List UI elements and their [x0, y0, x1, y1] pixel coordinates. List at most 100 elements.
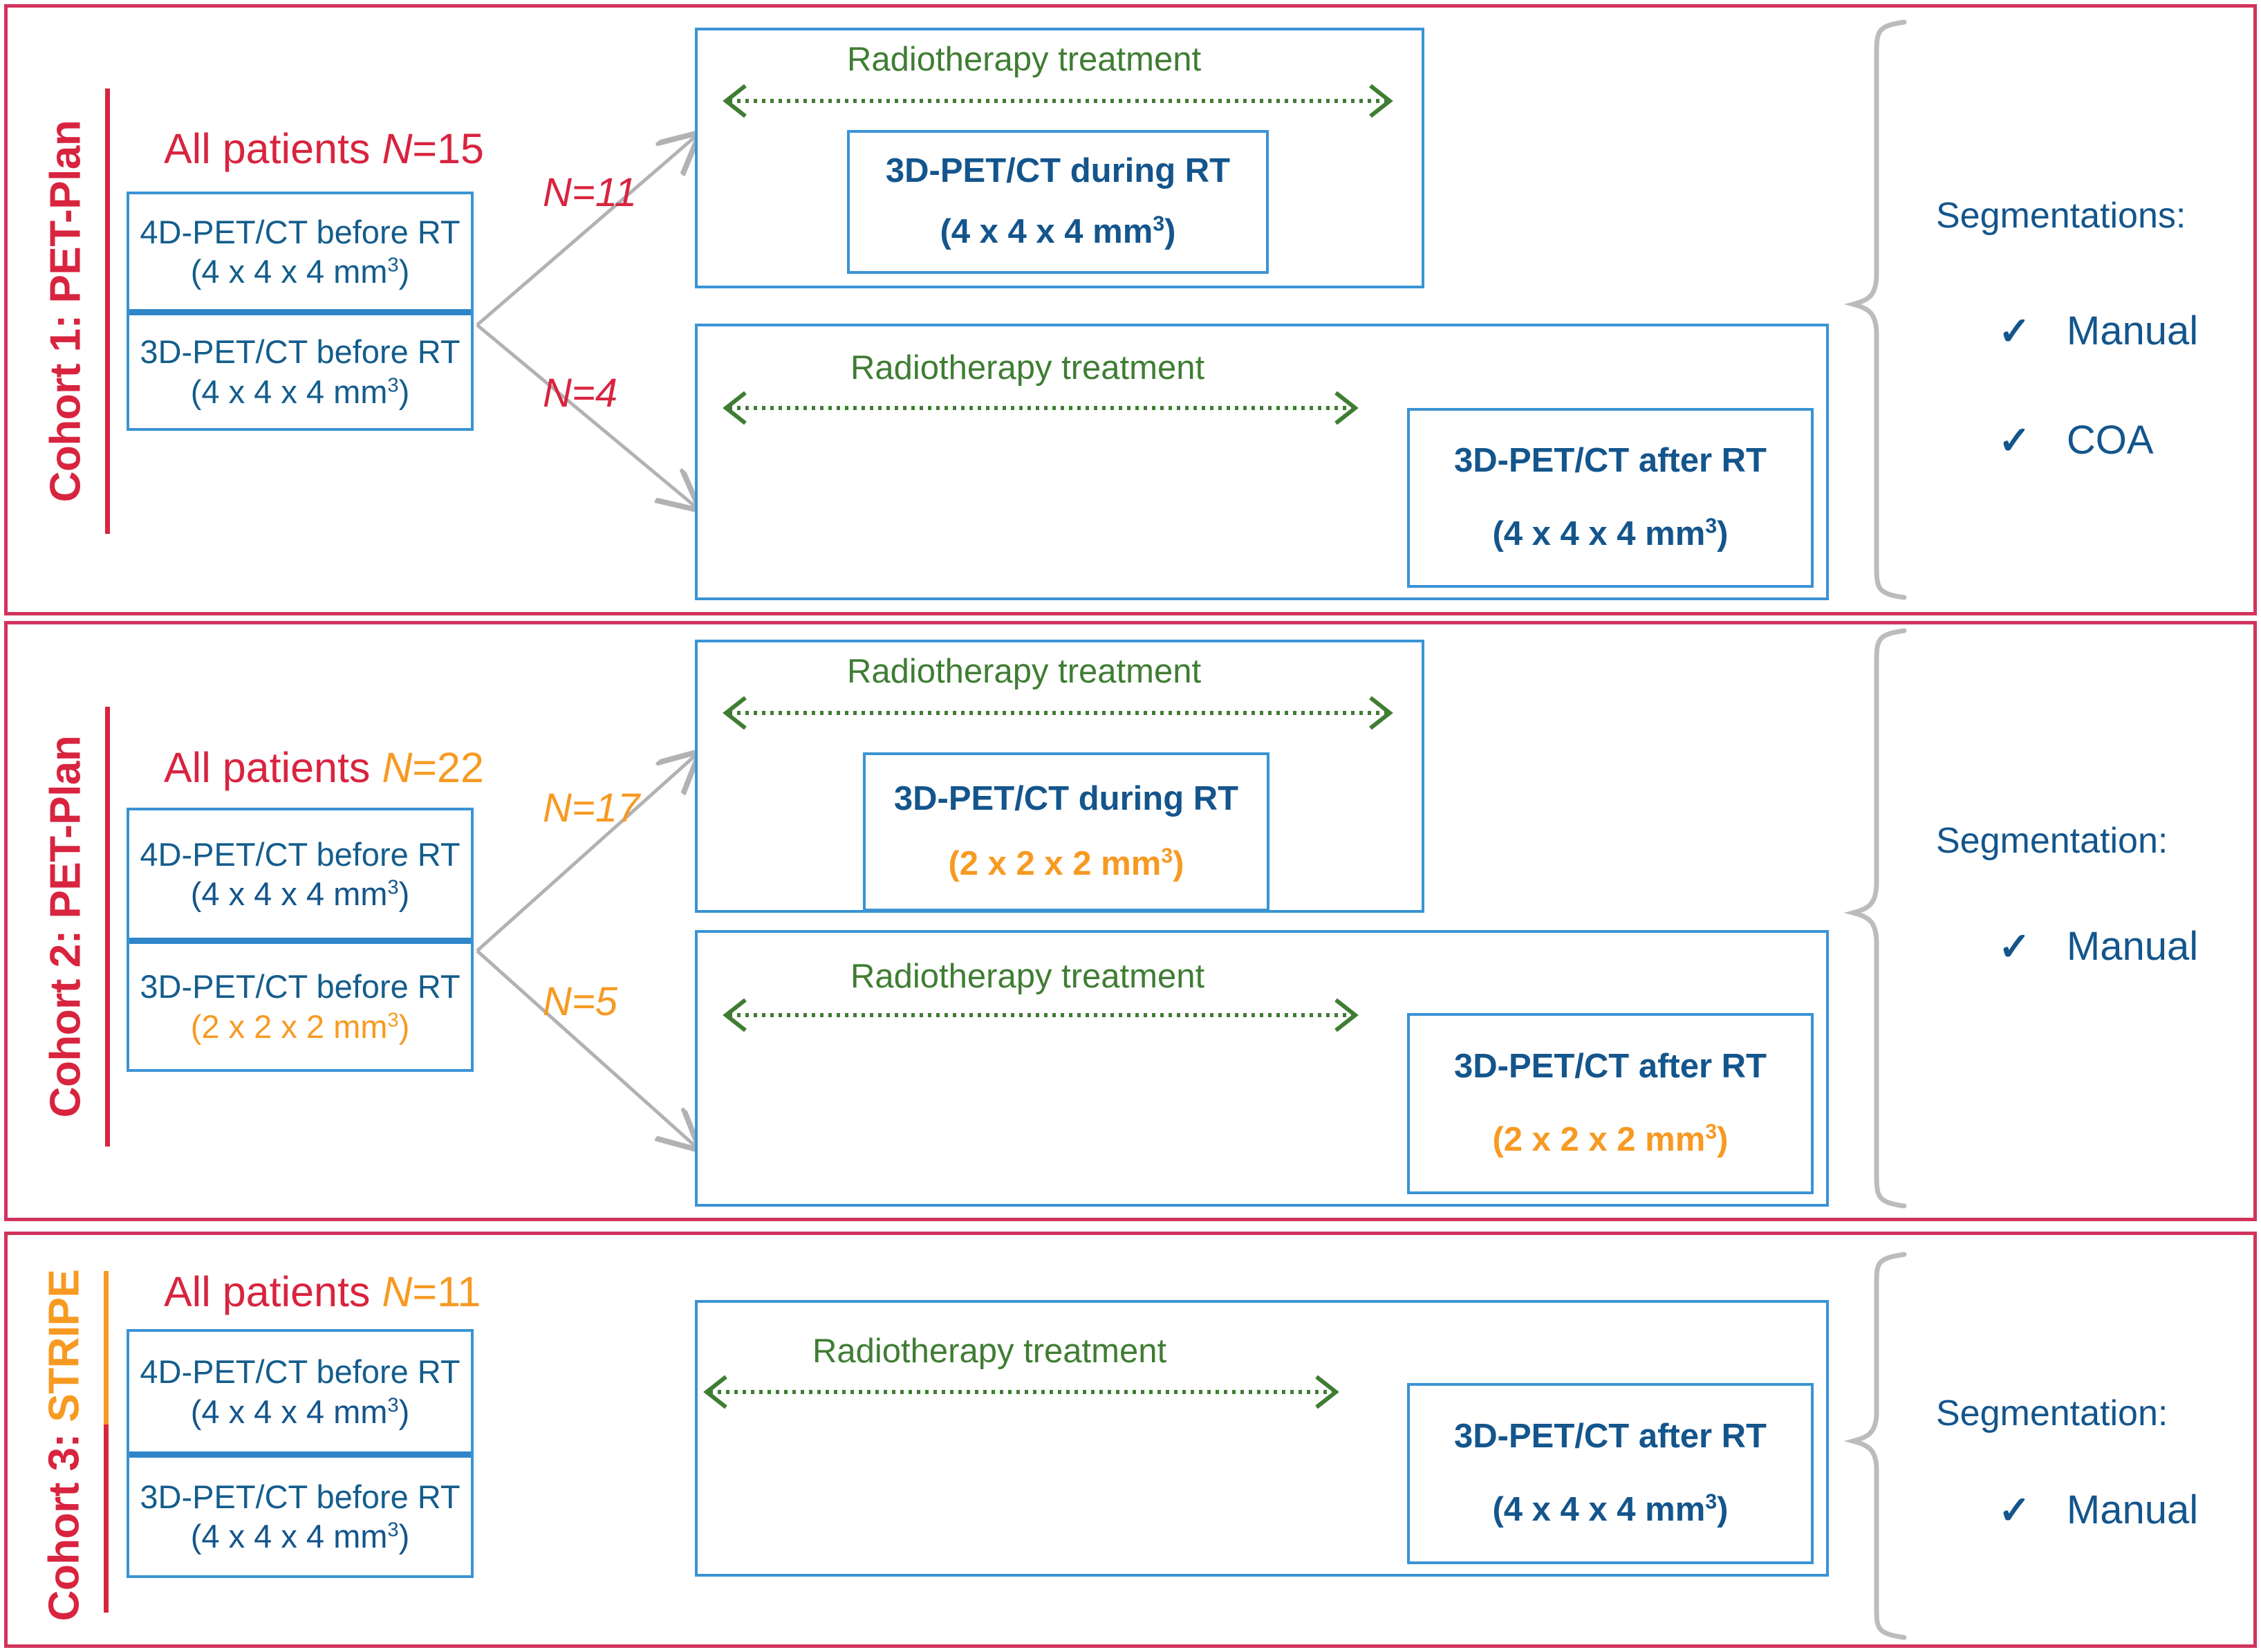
res-open: (4 x 4 x 4 mm	[1492, 1491, 1706, 1528]
branch-arrow-down	[476, 324, 695, 506]
cohort-1-box-divider	[129, 309, 471, 315]
cohort-3-segmentation-item-0: ✓ Manual	[1998, 1490, 2198, 1530]
check-icon: ✓	[1998, 418, 2031, 462]
cohort-2-box-3d: 3D-PET/CT before RT (2 x 2 x 2 mm3)	[129, 944, 471, 1069]
cohort-2-label: Cohort 2: PET-Plan	[28, 692, 104, 1162]
cohort-2-branch-label-1: N=5	[543, 982, 617, 1022]
cohort-2-segmentation-title: Segmentation:	[1936, 821, 2168, 861]
cohort-3-box-3d: 3D-PET/CT before RT (4 x 4 x 4 mm3)	[129, 1458, 471, 1575]
branch-n-value: =11	[571, 170, 637, 215]
cohort-3-pet-box-0: 3D-PET/CT after RT (4 x 4 x 4 mm3)	[1407, 1383, 1814, 1564]
cohort-1-rt-arrow-1	[723, 391, 1359, 425]
all-patients-text: All patients	[164, 744, 382, 791]
cohort-1-label: Cohort 1: PET-Plan	[28, 69, 104, 553]
res-close: )	[398, 1518, 410, 1554]
cohort-2-segmentation-item-0: ✓ Manual	[1998, 927, 2198, 967]
cohort-1-segmentation-item-0: ✓ Manual	[1998, 311, 2198, 351]
res-close: )	[398, 1393, 410, 1430]
box-resolution: (4 x 4 x 4 mm3)	[191, 372, 410, 411]
res-open: (4 x 4 x 4 mm	[1492, 515, 1706, 553]
cohort-3-brace	[1843, 1252, 1907, 1640]
res-open: (2 x 2 x 2 mm	[190, 1008, 388, 1045]
cohort-3-box-divider	[129, 1451, 471, 1458]
cohort-2-rt-label-1: Radiotherapy treatment	[850, 958, 1205, 995]
res-close: )	[1164, 213, 1176, 250]
res-sup: 3	[1153, 212, 1165, 236]
cohort-2-label-main: Cohort 2:	[41, 918, 89, 1118]
cohort-2-branch-arrows	[476, 743, 712, 1158]
res-close: )	[1717, 1121, 1729, 1158]
box-title: 4D-PET/CT before RT	[140, 213, 460, 250]
res-open: (2 x 2 x 2 mm	[948, 845, 1162, 882]
res-close: )	[398, 373, 410, 410]
cohort-3-segmentation-title: Segmentation:	[1936, 1393, 2168, 1433]
all-patients-text: All patients	[164, 125, 382, 172]
res-sup: 3	[387, 373, 399, 396]
pet-title: 3D-PET/CT during RT	[885, 152, 1231, 190]
res-open: (4 x 4 x 4 mm	[190, 875, 388, 912]
pet-resolution: (2 x 2 x 2 mm3)	[1492, 1120, 1729, 1159]
box-title: 4D-PET/CT before RT	[140, 835, 460, 873]
res-sup: 3	[1705, 514, 1718, 538]
res-close: )	[398, 875, 410, 912]
all-patients-n-value: =15	[412, 125, 484, 172]
res-close: )	[398, 253, 410, 290]
pet-resolution: (2 x 2 x 2 mm3)	[948, 844, 1184, 883]
branch-arrow-up	[476, 756, 695, 952]
cohort-1-branch-label-0: N=11	[543, 173, 637, 213]
pet-resolution: (4 x 4 x 4 mm3)	[940, 212, 1176, 251]
cohort-1-rt-arrow-0	[723, 84, 1393, 118]
branch-n-prefix: N	[543, 786, 572, 830]
cohort-2-label-rule	[105, 707, 110, 1147]
cohort-3-rt-arrow-0	[703, 1375, 1339, 1409]
cohort-1-label-main: Cohort 1:	[41, 303, 89, 503]
cohort-3-all-patients: All patients N=11	[164, 1271, 481, 1313]
branch-arrow-down	[476, 949, 695, 1146]
res-sup: 3	[387, 1519, 399, 1541]
cohort-2-rt-arrow-0	[723, 696, 1393, 730]
cohort-2-pet-box-1: 3D-PET/CT after RT (2 x 2 x 2 mm3)	[1407, 1013, 1814, 1194]
box-resolution: (2 x 2 x 2 mm3)	[191, 1007, 410, 1046]
pet-title: 3D-PET/CT during RT	[893, 780, 1239, 818]
box-resolution: (4 x 4 x 4 mm3)	[191, 874, 410, 913]
cohort-1-branch-label-1: N=4	[543, 373, 617, 414]
res-sup: 3	[1161, 844, 1173, 868]
res-sup: 3	[387, 254, 399, 277]
cohort-3-label-main: Cohort 3:	[40, 1422, 88, 1622]
res-close: )	[398, 1008, 410, 1045]
res-open: (4 x 4 x 4 mm	[190, 1518, 388, 1554]
cohort-2-left-stack: 4D-PET/CT before RT (4 x 4 x 4 mm3) 3D-P…	[127, 808, 474, 1072]
res-sup: 3	[387, 1393, 399, 1416]
res-open: (4 x 4 x 4 mm	[190, 373, 388, 410]
all-patients-n-value: =22	[412, 744, 484, 791]
cohort-1-segmentation-title: Segmentations:	[1936, 196, 2186, 236]
cohort-3-label-rule-accent	[104, 1271, 109, 1424]
res-close: )	[1717, 515, 1729, 553]
cohort-2-all-patients: All patients N=22	[164, 747, 484, 789]
res-sup: 3	[1705, 1120, 1718, 1144]
box-title: 3D-PET/CT before RT	[140, 1478, 460, 1515]
box-title: 3D-PET/CT before RT	[140, 333, 460, 371]
branch-n-value: =17	[571, 786, 640, 830]
pet-title: 3D-PET/CT after RT	[1454, 1048, 1767, 1086]
cohort-1-pet-box-0: 3D-PET/CT during RT (4 x 4 x 4 mm3)	[847, 130, 1269, 274]
branch-n-value: =5	[571, 979, 618, 1024]
res-sup: 3	[1705, 1489, 1718, 1514]
pet-resolution: (4 x 4 x 4 mm3)	[1492, 514, 1729, 553]
cohort-1-branch-arrows	[476, 124, 712, 519]
res-open: (4 x 4 x 4 mm	[190, 253, 388, 290]
pet-title: 3D-PET/CT after RT	[1454, 1418, 1767, 1456]
box-title: 4D-PET/CT before RT	[140, 1353, 460, 1391]
all-patients-text: All patients	[164, 1268, 382, 1315]
cohort-1-all-patients: All patients N=15	[164, 128, 484, 170]
cohort-2-rt-arrow-1	[723, 998, 1359, 1032]
res-sup: 3	[387, 1008, 399, 1031]
cohort-1-brace	[1843, 19, 1907, 600]
cohort-1-label-rule	[105, 89, 110, 534]
cohort-1-box-4d: 4D-PET/CT before RT (4 x 4 x 4 mm3)	[129, 194, 471, 309]
all-patients-n-value: =11	[412, 1268, 481, 1315]
pet-title: 3D-PET/CT after RT	[1454, 442, 1767, 480]
cohort-2-box-4d: 4D-PET/CT before RT (4 x 4 x 4 mm3)	[129, 810, 471, 938]
check-icon: ✓	[1998, 309, 2031, 353]
